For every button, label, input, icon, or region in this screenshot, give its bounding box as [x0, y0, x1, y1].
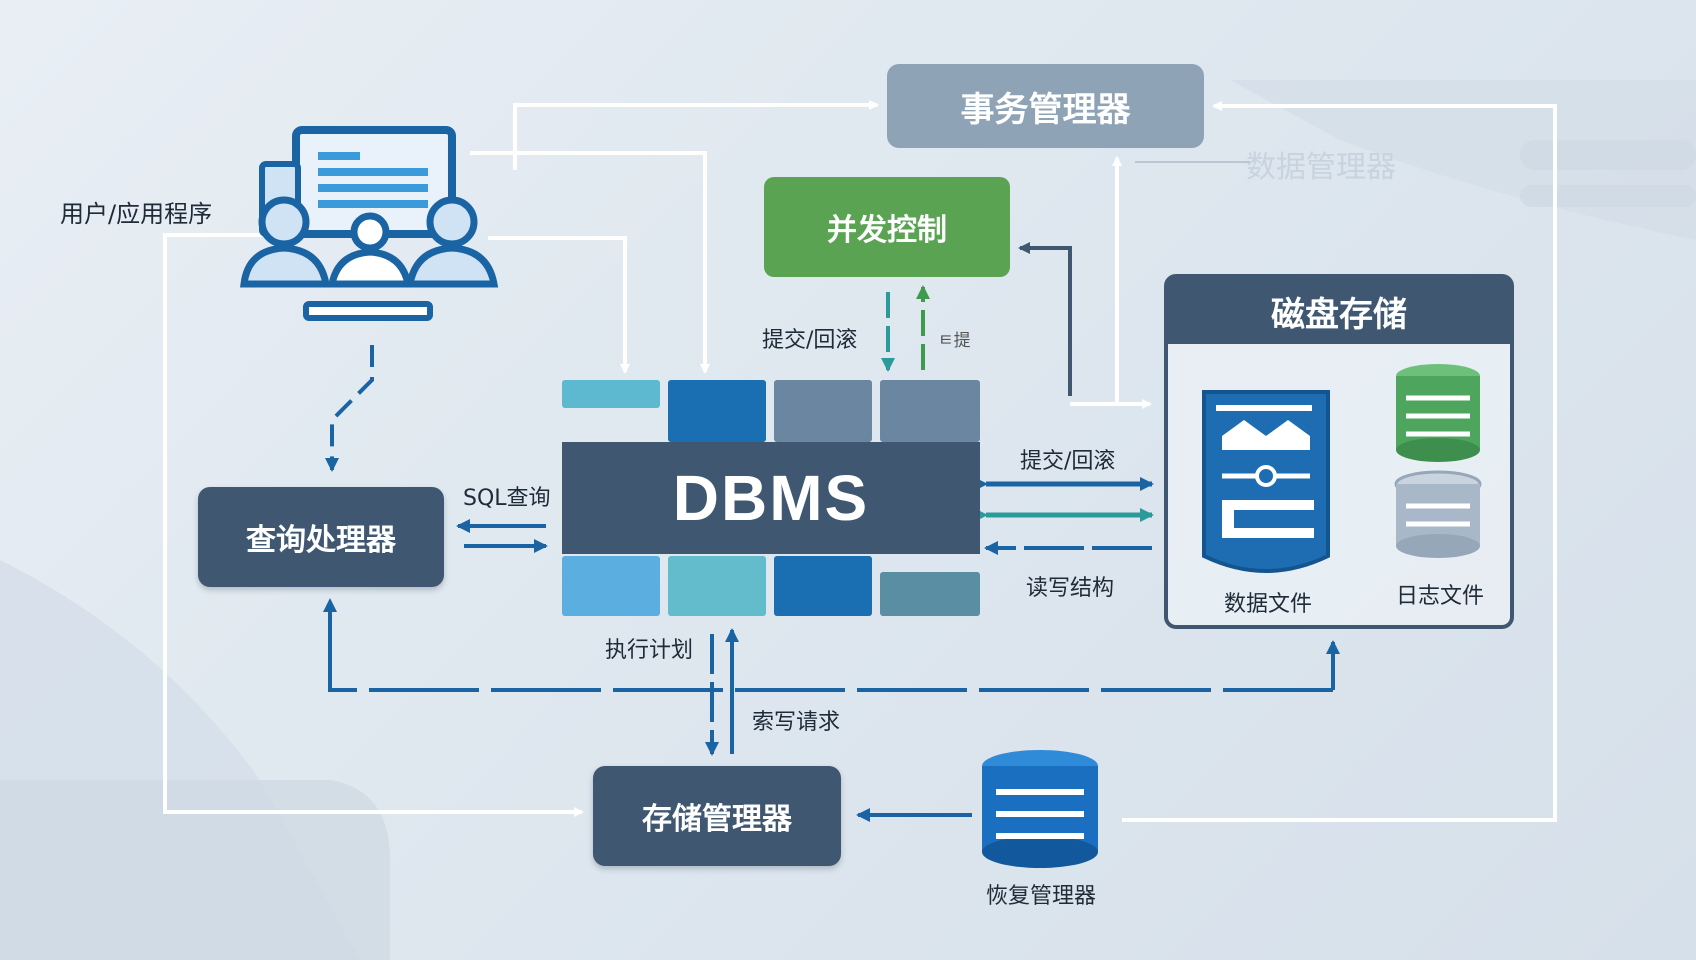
dbms-tile-top-2: [668, 380, 766, 442]
disk-storage-header: 磁盘存储: [1168, 278, 1510, 344]
edge-user-to-dbms-left: [488, 236, 630, 374]
dbms-core: DBMS: [562, 380, 980, 618]
edge-user-to-query-processor: [325, 345, 374, 472]
query-processor-label: 查询处理器: [246, 523, 396, 558]
concurrency-control-label: 并发控制: [827, 213, 947, 248]
recovery-manager-label: 恢复管理器: [986, 884, 1097, 909]
read-write-structure-label: 读写结构: [1026, 576, 1115, 601]
edge-recovery-to-tx-manager: [1122, 101, 1557, 822]
dbms-tile-bottom-2: [668, 556, 766, 616]
dbms-tile-bottom-4: [880, 572, 980, 616]
commit-rollback-right-label: 提交/回滚: [1020, 449, 1116, 474]
storage-manager-label: 存储管理器: [642, 802, 792, 837]
database-cylinder-icon: [982, 750, 1098, 868]
dbms-title: DBMS: [672, 462, 870, 534]
dbms-tile-top-4: [880, 380, 980, 442]
dbms-tile-top-3: [774, 380, 872, 442]
edge-user-to-dbms-right: [470, 151, 710, 374]
concurrency-control-node: 并发控制: [764, 177, 1010, 277]
query-processor-node: 查询处理器: [198, 487, 444, 587]
disk-storage-label: 磁盘存储: [1271, 294, 1407, 335]
users-monitor-icon: [240, 126, 499, 321]
edge-user-to-tx-manager: [513, 100, 879, 170]
garbled-small-label: ㅌ提: [938, 331, 971, 351]
log-database-icon: [1394, 364, 1482, 558]
transaction-manager-label: 事务管理器: [960, 89, 1131, 130]
log-file-label: 日志文件: [1396, 584, 1485, 609]
data-manager-faded-label: 数据管理器: [1246, 150, 1396, 185]
data-file-icon: [1202, 390, 1330, 573]
edge-disk-to-tx-manager: [1070, 156, 1122, 406]
request-label: 索写请求: [752, 710, 841, 735]
dbms-tile-bottom-3: [774, 556, 872, 616]
execution-plan-label: 执行计划: [605, 638, 694, 663]
commit-rollback-top-label: 提交/回滚: [762, 328, 858, 353]
user-app-label: 用户/应用程序: [60, 200, 213, 228]
data-file-label: 数据文件: [1224, 592, 1313, 617]
edge-dbms-to-concurrency: [1018, 242, 1072, 396]
dbms-bar: DBMS: [562, 442, 980, 554]
white-connectors: [163, 100, 1557, 822]
dbms-tile-bottom-1: [562, 556, 660, 616]
sql-query-label: SQL查询: [463, 486, 551, 511]
transaction-manager-node: 事务管理器: [887, 64, 1204, 148]
edge-loop-left-to-storage-manager: [163, 233, 584, 817]
storage-manager-node: 存储管理器: [593, 766, 841, 866]
disk-storage-panel: 磁盘存储 数据文件 日志文件: [1164, 274, 1514, 629]
edge-bottom-feedback-loop: [323, 598, 1333, 692]
dbms-tile-top-1: [562, 380, 660, 408]
